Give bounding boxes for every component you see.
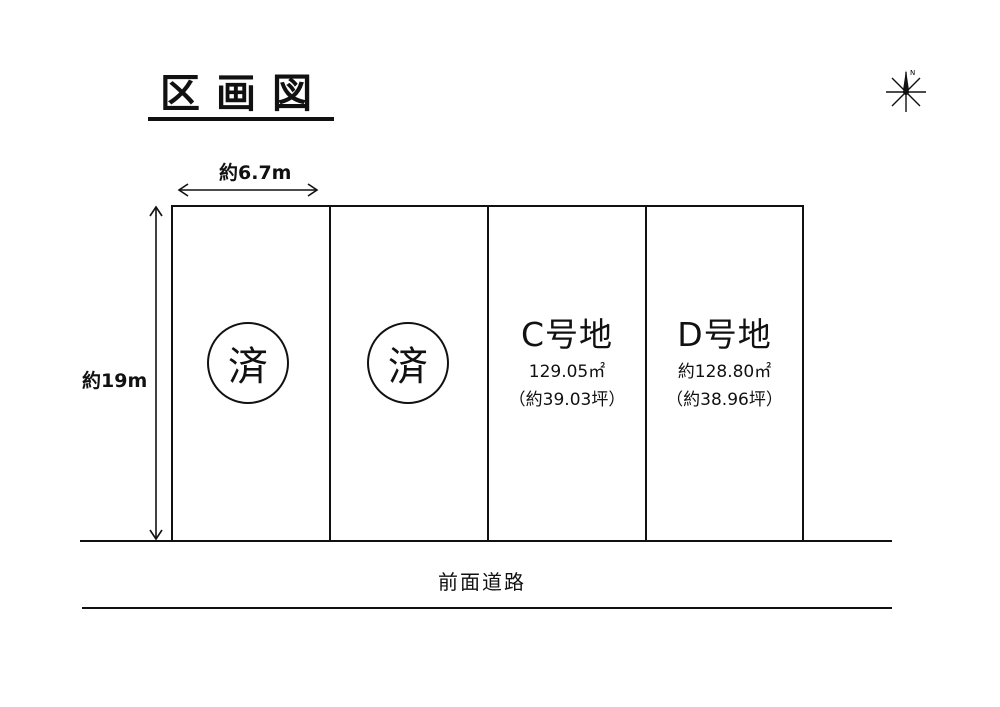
road-edge-bottom	[82, 607, 892, 609]
lot-divider-2	[487, 205, 489, 541]
road-edge-top	[80, 540, 892, 542]
lot-divider-1	[329, 205, 331, 541]
lot-1: 済	[173, 207, 329, 541]
lot-c: C号地 129.05㎡ （約39.03坪）	[489, 207, 645, 541]
svg-text:N: N	[910, 69, 915, 77]
width-dimension-arrow	[177, 183, 319, 197]
sold-stamp: 済	[367, 322, 449, 404]
lot-boundary-left	[171, 205, 173, 541]
lot-name: C号地	[520, 315, 614, 354]
lot-d: D号地 約128.80㎡ （約38.96坪）	[647, 207, 802, 541]
lot-divider-3	[645, 205, 647, 541]
road-label: 前面道路	[438, 570, 526, 594]
lot-area-tsubo: （約39.03坪）	[508, 390, 626, 410]
lot-area-tsubo: （約38.96坪）	[666, 390, 783, 410]
page-title: 区画図	[160, 71, 328, 117]
sold-stamp: 済	[207, 322, 289, 404]
compass-icon: N	[886, 69, 926, 112]
lot-area-m2: 約128.80㎡	[677, 362, 772, 382]
depth-dimension-arrow	[149, 205, 163, 541]
title-underline	[148, 117, 334, 121]
depth-dimension-label: 約19m	[82, 370, 148, 392]
lot-area-m2: 129.05㎡	[528, 362, 606, 382]
width-dimension-label: 約6.7m	[219, 162, 292, 184]
lot-name: D号地	[677, 315, 772, 354]
lot-2: 済	[331, 207, 487, 541]
lot-boundary-right	[802, 205, 804, 541]
